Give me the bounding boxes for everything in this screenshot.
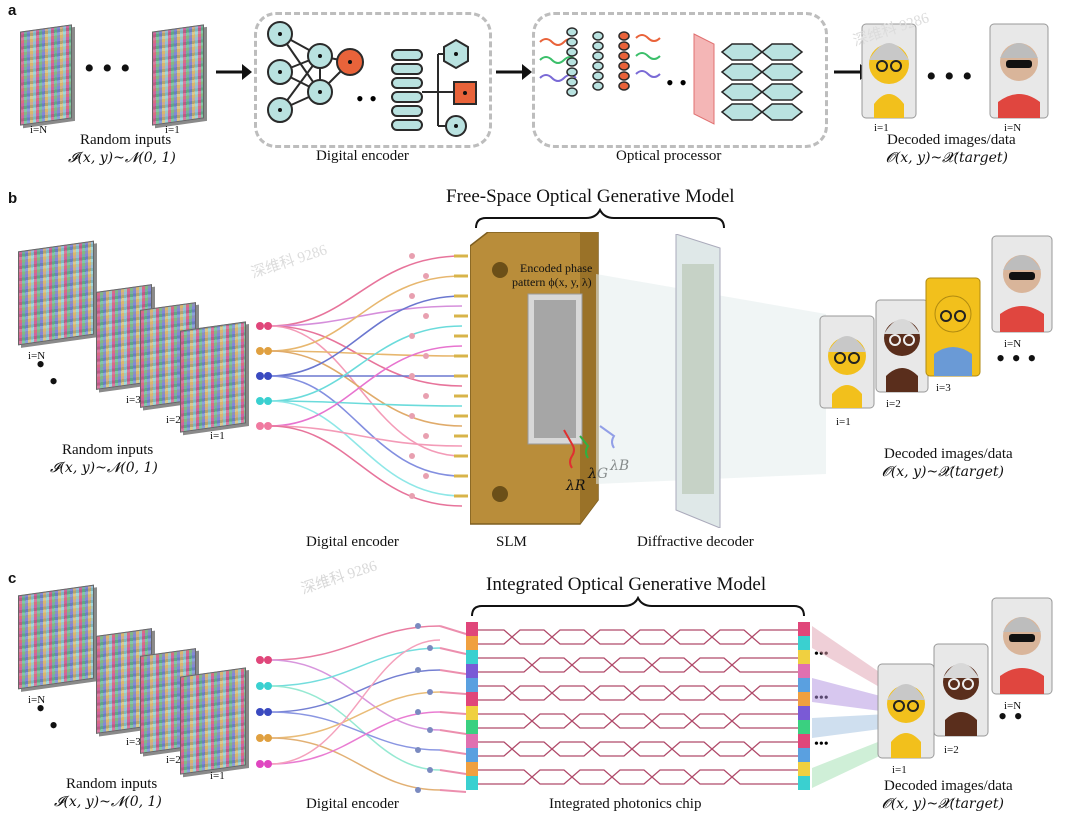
optical-processor-icon: • • bbox=[539, 27, 804, 125]
avatar-sunglasses-icon bbox=[989, 23, 1049, 119]
stack-label-2: i=2 bbox=[166, 414, 181, 426]
ellipsis-dots: • • bbox=[36, 694, 59, 740]
avatar-yellow-overalls-icon bbox=[925, 277, 981, 377]
phase-pattern-label-1: Encoded phase bbox=[520, 261, 593, 275]
output-label-n: i=N bbox=[1004, 700, 1022, 712]
svg-text:• •: • • bbox=[356, 86, 377, 111]
inputs-title: Random inputs bbox=[62, 442, 154, 458]
output-label-n: i=N bbox=[1004, 338, 1022, 350]
ellipsis-dots: • • • bbox=[926, 60, 973, 93]
ellipsis-dots: • • • bbox=[996, 344, 1037, 373]
inputs-title: Random inputs bbox=[66, 776, 158, 792]
outputs-formula: 𝓞(x, y)~𝓧(target) bbox=[882, 464, 1004, 480]
optical-processor-box bbox=[532, 12, 828, 148]
svg-text:• •: • • bbox=[666, 70, 687, 95]
inputs-formula: 𝓘(x, y)~𝓝(0, 1) bbox=[54, 794, 162, 810]
outputs-formula: 𝓞(x, y)~𝓧(target) bbox=[886, 150, 1008, 166]
noise-input-1 bbox=[180, 667, 246, 775]
wavelength-red: λR bbox=[566, 478, 586, 494]
arrow-icon bbox=[216, 64, 252, 80]
noise-input-1 bbox=[152, 24, 204, 126]
inputs-formula: 𝓘(x, y)~𝓝(0, 1) bbox=[50, 460, 158, 476]
avatar-dark-skin-icon bbox=[933, 643, 989, 737]
avatar-yellow-glasses-icon bbox=[861, 23, 917, 119]
noise-input-n bbox=[18, 240, 94, 346]
stack-label-n: i=N bbox=[30, 124, 48, 136]
stack-label-1: i=1 bbox=[165, 124, 180, 136]
stack-label-2: i=2 bbox=[166, 754, 181, 766]
output-label-3: i=3 bbox=[936, 382, 951, 394]
output-label-1: i=1 bbox=[874, 122, 889, 134]
output-label-n: i=N bbox=[1004, 122, 1022, 134]
avatar-sunglasses-icon bbox=[991, 597, 1053, 695]
panel-b-title: Free-Space Optical Generative Model bbox=[446, 186, 735, 207]
brace-icon bbox=[475, 208, 725, 229]
panel-a-letter: a bbox=[8, 2, 17, 19]
processor-label: Optical processor bbox=[616, 148, 722, 164]
arrow-icon bbox=[496, 64, 532, 80]
outputs-formula: 𝓞(x, y)~𝓧(target) bbox=[882, 796, 1004, 812]
outputs-title: Decoded images/data bbox=[887, 132, 1016, 148]
brace-icon bbox=[471, 596, 805, 617]
noise-input-1 bbox=[180, 321, 246, 433]
avatar-sunglasses-icon bbox=[991, 235, 1053, 333]
stack-label-n: i=N bbox=[28, 350, 46, 362]
integrated-photonics-chip bbox=[466, 622, 810, 790]
stack-label-n: i=N bbox=[28, 694, 46, 706]
encoder-label: Digital encoder bbox=[316, 148, 409, 164]
ellipsis-dots: • • • bbox=[84, 52, 131, 85]
output-label-1: i=1 bbox=[892, 764, 907, 776]
inputs-title: Random inputs bbox=[80, 132, 172, 148]
panel-b-letter: b bbox=[8, 190, 18, 207]
encoder-label: Digital encoder bbox=[306, 796, 399, 812]
noise-input-n bbox=[18, 584, 94, 690]
digital-encoder-box bbox=[254, 12, 492, 148]
output-label-2: i=2 bbox=[944, 744, 959, 756]
digital-encoder-fan bbox=[256, 253, 468, 507]
phase-pattern-label-2: pattern ϕ(x, y, λ) bbox=[512, 275, 592, 289]
inputs-formula: 𝓘(x, y)~𝓝(0, 1) bbox=[68, 150, 176, 166]
panel-c-title: Integrated Optical Generative Model bbox=[486, 574, 767, 595]
digital-encoder-fan bbox=[256, 623, 467, 793]
avatar-yellow-glasses-icon bbox=[877, 663, 935, 759]
diffractive-decoder bbox=[596, 234, 826, 528]
outputs-title: Decoded images/data bbox=[884, 778, 1013, 794]
chip-label: Integrated photonics chip bbox=[549, 796, 702, 812]
noise-input-n bbox=[20, 24, 72, 126]
output-light-beams: ••• ••• ••• bbox=[812, 626, 888, 788]
decoder-label: Diffractive decoder bbox=[637, 534, 754, 550]
slm-label: SLM bbox=[496, 534, 527, 550]
panel-c-letter: c bbox=[8, 570, 17, 587]
encoder-label: Digital encoder bbox=[306, 534, 399, 550]
avatar-yellow-glasses-icon bbox=[819, 315, 875, 409]
outputs-title: Decoded images/data bbox=[884, 446, 1013, 462]
output-label-2: i=2 bbox=[886, 398, 901, 410]
output-label-1: i=1 bbox=[836, 416, 851, 428]
stack-label-1: i=1 bbox=[210, 770, 225, 782]
neural-network-icon: • • bbox=[267, 21, 477, 137]
stack-label-1: i=1 bbox=[210, 430, 225, 442]
ellipsis-dots: • • bbox=[36, 350, 59, 396]
slm-device bbox=[470, 232, 599, 525]
svg-text:•••: ••• bbox=[814, 737, 829, 752]
watermark: 深维科 9286 bbox=[299, 558, 380, 598]
avatar-dark-skin-icon bbox=[875, 299, 929, 393]
ellipsis-dots: • • bbox=[998, 702, 1023, 731]
stack-label-3: i=3 bbox=[126, 736, 141, 748]
stack-label-3: i=3 bbox=[126, 394, 141, 406]
